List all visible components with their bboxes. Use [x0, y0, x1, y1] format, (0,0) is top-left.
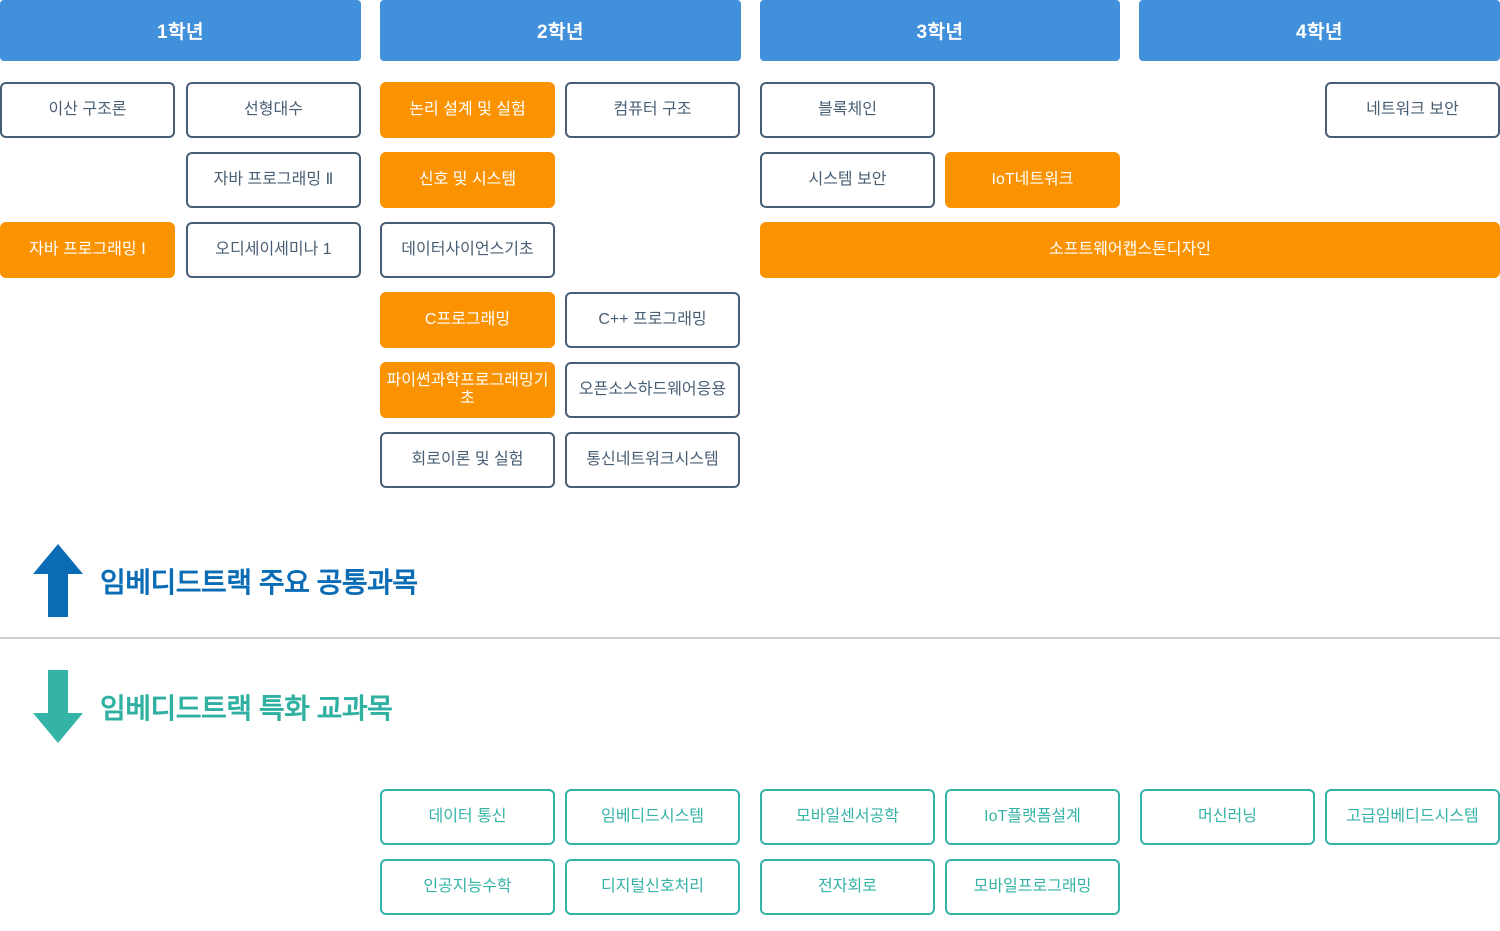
course-blockchain: 블록체인: [760, 82, 935, 138]
year-header-4: 4학년: [1139, 0, 1500, 61]
course-computer-architecture: 컴퓨터 구조: [565, 82, 740, 138]
section-divider: [0, 637, 1500, 639]
course-data-communication: 데이터 통신: [380, 789, 555, 845]
up-arrow-icon: [33, 544, 83, 617]
course-machine-learning: 머신러닝: [1140, 789, 1315, 845]
course-software-capstone-design: 소프트웨어캡스톤디자인: [760, 222, 1500, 278]
section-common-courses: 임베디드트랙 주요 공통과목: [33, 544, 418, 617]
course-circuit-theory-lab: 회로이론 및 실험: [380, 432, 555, 488]
year-header-1: 1학년: [0, 0, 361, 61]
course-java-programming-2: 자바 프로그래밍 Ⅱ: [186, 152, 361, 208]
course-system-security: 시스템 보안: [760, 152, 935, 208]
down-arrow-icon: [33, 670, 83, 743]
course-logic-design-lab: 논리 설계 및 실험: [380, 82, 555, 138]
course-digital-signal-processing: 디지털신호처리: [565, 859, 740, 915]
course-network-security: 네트워크 보안: [1325, 82, 1500, 138]
course-mobile-programming: 모바일프로그래밍: [945, 859, 1120, 915]
course-iot-network: IoT네트워크: [945, 152, 1120, 208]
year-header-2: 2학년: [380, 0, 741, 61]
course-iot-platform-design: IoT플랫폼설계: [945, 789, 1120, 845]
course-advanced-embedded-systems: 고급임베디드시스템: [1325, 789, 1500, 845]
course-open-source-hardware: 오픈소스하드웨어응용: [565, 362, 740, 418]
course-embedded-systems: 임베디드시스템: [565, 789, 740, 845]
course-python-scientific-programming: 파이썬과학프로그래밍기초: [380, 362, 555, 418]
section-common-label: 임베디드트랙 주요 공통과목: [100, 566, 418, 598]
course-linear-algebra: 선형대수: [186, 82, 361, 138]
course-ai-mathematics: 인공지능수학: [380, 859, 555, 915]
course-mobile-sensor-engineering: 모바일센서공학: [760, 789, 935, 845]
course-discrete-structures: 이산 구조론: [0, 82, 175, 138]
course-odyssey-seminar-1: 오디세이세미나 1: [186, 222, 361, 278]
course-signals-and-systems: 신호 및 시스템: [380, 152, 555, 208]
section-specialized-label: 임베디드트랙 특화 교과목: [100, 692, 393, 724]
course-data-science-basics: 데이터사이언스기초: [380, 222, 555, 278]
section-specialized-courses: 임베디드트랙 특화 교과목: [33, 670, 393, 743]
year-header-3: 3학년: [760, 0, 1120, 61]
course-cpp-programming: C++ 프로그래밍: [565, 292, 740, 348]
course-communication-network-systems: 통신네트워크시스템: [565, 432, 740, 488]
course-electronic-circuits: 전자회로: [760, 859, 935, 915]
course-java-programming-1: 자바 프로그래밍 Ⅰ: [0, 222, 175, 278]
course-c-programming: C프로그래밍: [380, 292, 555, 348]
